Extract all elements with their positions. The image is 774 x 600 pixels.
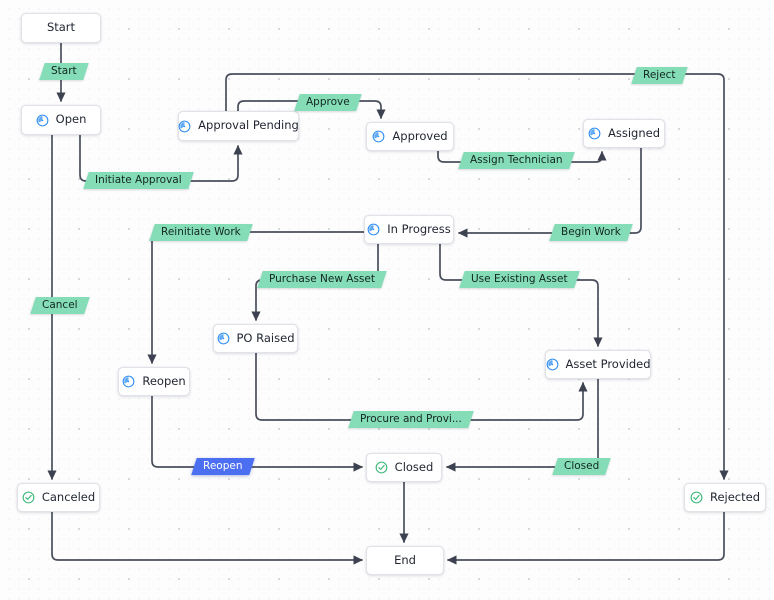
check-circle-icon [22, 491, 35, 504]
edge-label-text: Reject [643, 69, 676, 81]
edge-label-text: Purchase New Asset [269, 273, 375, 285]
edge-label-lbl_reinit_work[interactable]: Reinitiate Work [149, 224, 253, 241]
edge-label-lbl_start[interactable]: Start [39, 63, 89, 80]
clock-icon [588, 127, 601, 140]
node-canceled[interactable]: Canceled [17, 483, 100, 512]
node-reopen_state[interactable]: Reopen [118, 367, 190, 396]
edge-label-lbl_use_existing[interactable]: Use Existing Asset [459, 271, 580, 288]
edge-label-text: Begin Work [561, 226, 621, 238]
edge-label-lbl_approve[interactable]: Approve [294, 94, 362, 111]
node-label: Canceled [41, 489, 96, 504]
node-label: PO Raised [236, 330, 295, 345]
node-approval_pending[interactable]: Approval Pending [178, 111, 299, 141]
edge-label-lbl_cancel[interactable]: Cancel [30, 297, 90, 314]
edge-label-text: Start [51, 65, 77, 77]
edge-label-lbl_begin_work[interactable]: Begin Work [549, 224, 633, 241]
node-open[interactable]: Open [21, 105, 101, 135]
check-circle-icon [690, 491, 703, 504]
node-end[interactable]: End [366, 546, 444, 575]
node-assigned[interactable]: Assigned [583, 119, 665, 148]
clock-icon [367, 223, 380, 236]
edge-reopen-closed [151, 395, 364, 472]
node-rejected[interactable]: Rejected [684, 483, 766, 512]
node-label: Start [46, 20, 76, 35]
clock-icon [546, 358, 558, 371]
clock-icon [178, 120, 191, 132]
edge-label-text: Procure and Provi... [360, 413, 462, 425]
check-circle-icon [375, 461, 388, 474]
clock-icon [372, 130, 385, 143]
edge-canceled-end [51, 511, 364, 565]
edge-label-text: Initiate Approval [95, 174, 182, 186]
node-label: Rejected [709, 489, 761, 504]
edge-label-text: Reopen [203, 460, 243, 472]
node-label: Approval Pending [198, 118, 299, 133]
node-label: Asset Provided [565, 356, 651, 371]
clock-icon [217, 332, 229, 345]
node-label: End [394, 552, 416, 567]
edge-label-text: Cancel [42, 299, 78, 311]
edge-label-lbl_assign_tech[interactable]: Assign Technician [458, 152, 575, 169]
edge-label-lbl_purchase[interactable]: Purchase New Asset [257, 271, 387, 288]
edge-label-lbl_initiate[interactable]: Initiate Approval [83, 172, 194, 189]
node-closed[interactable]: Closed [366, 453, 442, 482]
node-label: Reopen [142, 373, 186, 388]
edge-label-text: Approve [306, 96, 350, 108]
node-label: Approved [392, 128, 448, 143]
edge-rejected-end [446, 511, 725, 565]
node-label: Closed [394, 459, 434, 474]
edge-label-text: Reinitiate Work [161, 226, 241, 238]
edge-label-lbl_closed_edge[interactable]: Closed [552, 458, 612, 475]
clock-icon [122, 375, 135, 388]
edge-po-raised-asset-provided [255, 352, 588, 421]
edge-label-lbl_procure[interactable]: Procure and Provi... [348, 411, 474, 428]
node-label: Assigned [607, 125, 660, 140]
edge-label-text: Use Existing Asset [471, 273, 568, 285]
node-asset_provided[interactable]: Asset Provided [545, 350, 651, 379]
edge-label-text: Closed [564, 460, 600, 472]
node-approved[interactable]: Approved [366, 122, 454, 151]
node-label: In Progress [387, 221, 451, 236]
edge-label-lbl_reopen_edge[interactable]: Reopen [191, 458, 255, 475]
node-in_progress[interactable]: In Progress [364, 215, 454, 244]
clock-icon [36, 114, 49, 126]
node-start[interactable]: Start [21, 13, 101, 43]
edge-label-lbl_reject[interactable]: Reject [631, 67, 688, 84]
edge-in-progress-asset-provided [439, 243, 603, 348]
node-label: Open [55, 112, 87, 127]
edge-label-text: Assign Technician [470, 154, 563, 166]
node-po_raised[interactable]: PO Raised [213, 324, 298, 353]
